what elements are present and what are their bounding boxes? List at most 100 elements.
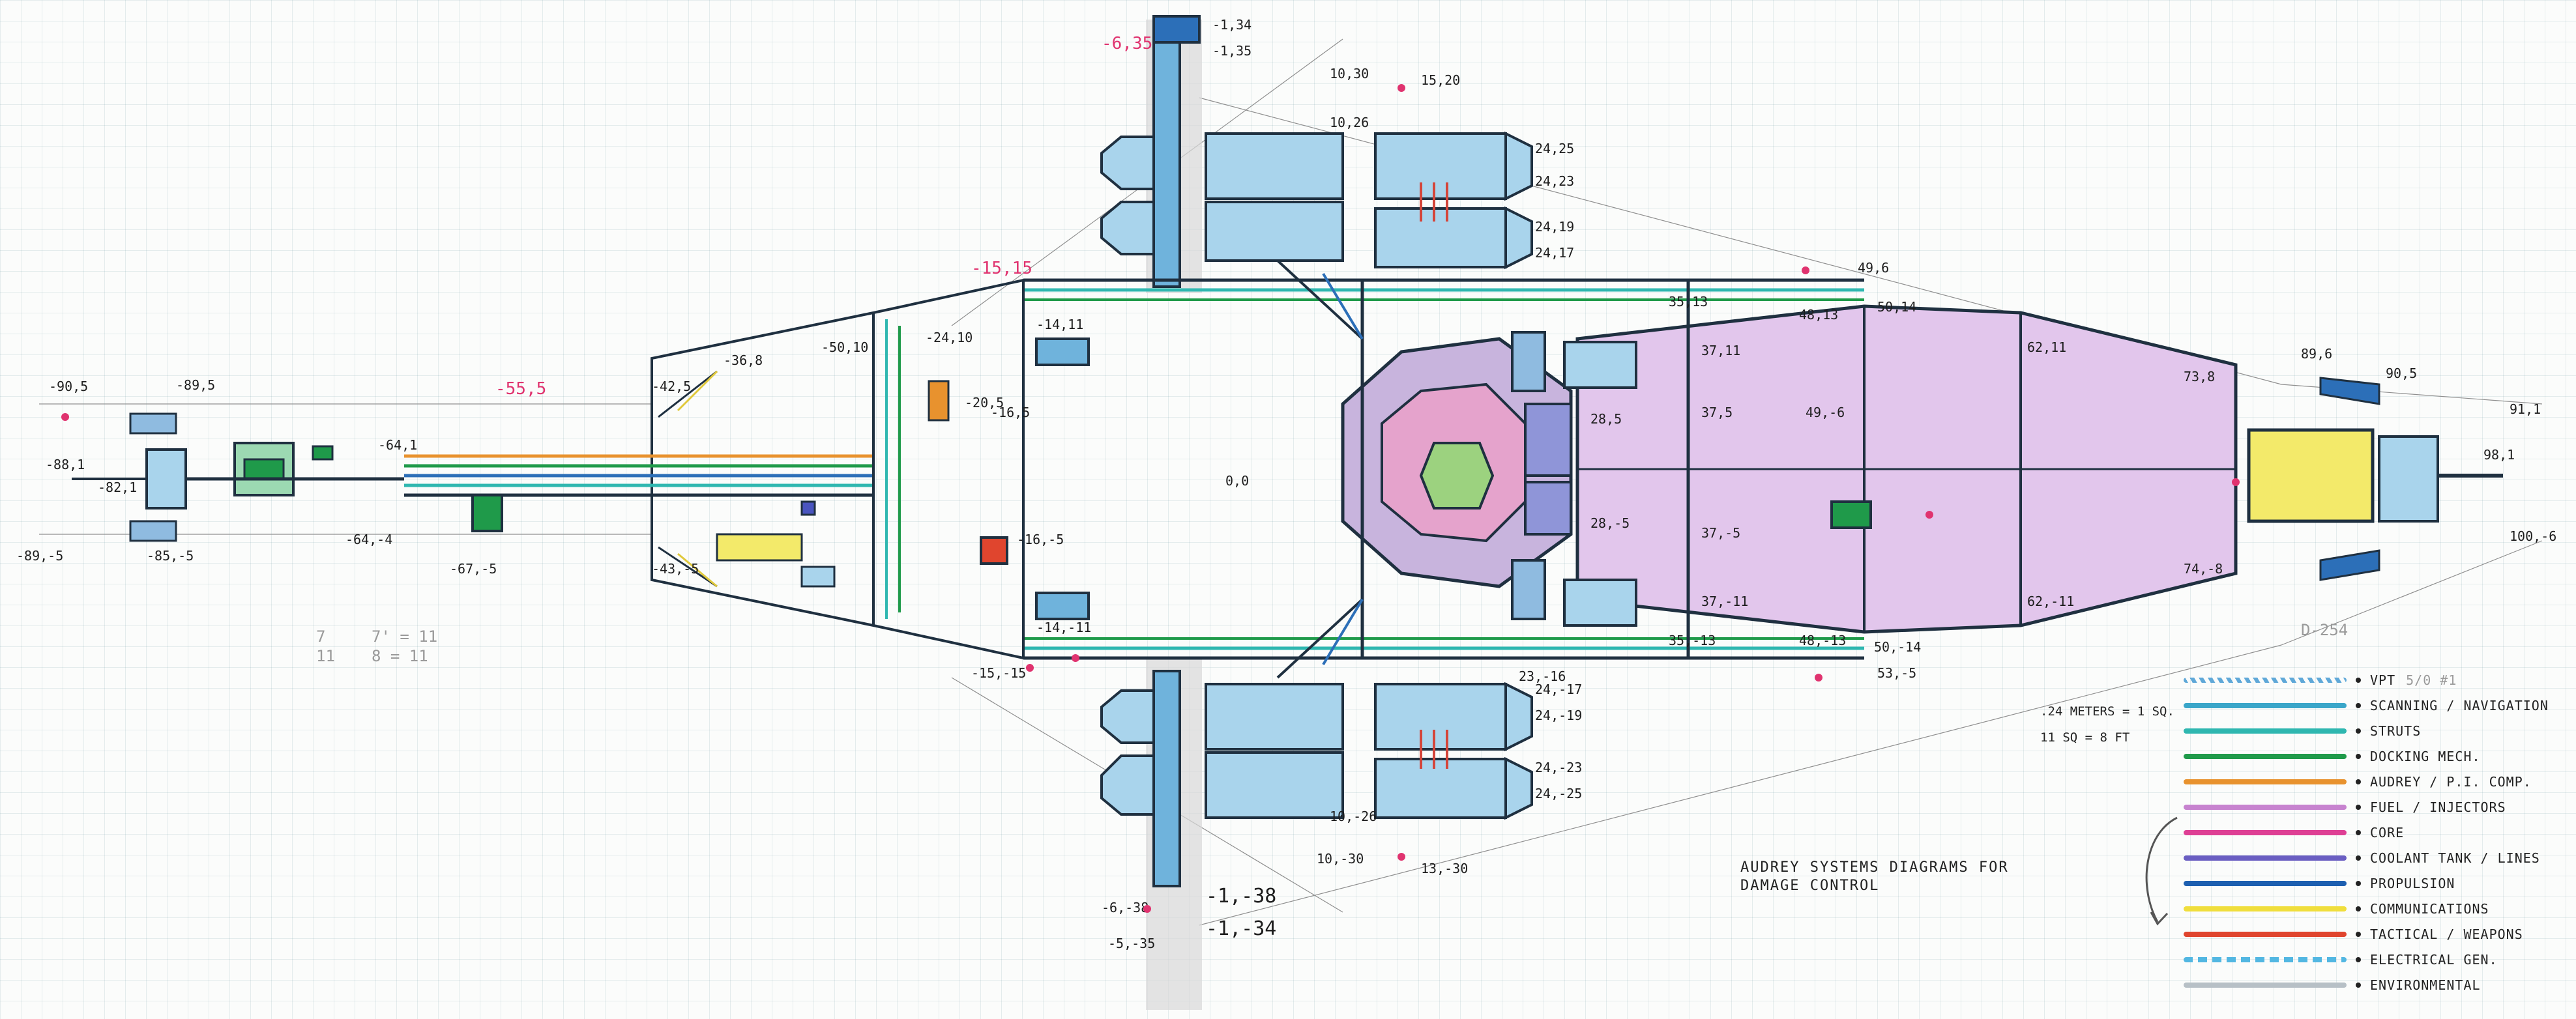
top-wing <box>1100 15 1533 293</box>
label-origin: 0,0 <box>1225 473 1249 489</box>
top-wing-spine-blue <box>1152 25 1181 288</box>
coolant-tank-lower <box>1524 481 1572 536</box>
label-core-h: 35,-13 <box>1669 633 1716 648</box>
legend-label: COMMUNICATIONS <box>2370 900 2489 917</box>
top-nacelle-aft <box>1100 136 1155 190</box>
legend-label: DOCKING MECH. <box>2370 748 2481 764</box>
legend-bullet <box>2356 982 2361 988</box>
room-lower-b <box>1511 559 1546 620</box>
label-nose-d: 100,-6 <box>2510 528 2556 544</box>
legend-label: TACTICAL / WEAPONS <box>2370 926 2523 942</box>
label-hull-f: 74,-8 <box>2184 561 2223 577</box>
core-center <box>1419 442 1495 510</box>
label-fwd-b: 15,20 <box>1421 72 1460 88</box>
label-hull-j: 53,-5 <box>1877 665 1916 681</box>
label-side-note-2: 11 <box>316 647 335 665</box>
label-side-note-3: 7' = 11 <box>372 627 437 646</box>
legend-bullet <box>2356 779 2361 784</box>
top-wing-cap <box>1152 15 1201 44</box>
legend-label: ELECTRICAL GEN. <box>2370 951 2498 968</box>
legend-item: PROPULSION <box>2184 870 2562 896</box>
legend-bullet <box>2356 829 2361 835</box>
legend-swatch <box>2184 982 2347 988</box>
label-mid-d: -15,-15 <box>971 665 1026 681</box>
legend-label: AUDREY / P.I. COMP. <box>2370 773 2532 790</box>
tail-fin-bottom <box>129 520 177 542</box>
label-fwd-g: 10,26 <box>1330 115 1369 130</box>
room-fwd-lower <box>1035 592 1090 620</box>
aft-weapons <box>980 536 1008 565</box>
label-mid-a: -14,11 <box>1036 317 1083 332</box>
aft-section <box>72 278 1025 660</box>
label-hull-k: 48,-13 <box>1799 633 1846 648</box>
label-fwd-j: 24,-17 <box>1535 682 1582 697</box>
label-mid-m: -64,-4 <box>345 532 392 547</box>
label-fwd-f: 24,17 <box>1535 245 1574 261</box>
label-core-e: 28,5 <box>1590 411 1622 427</box>
tail-docking-inner <box>243 458 285 480</box>
legend-swatch <box>2184 753 2347 759</box>
label-fwd-d: 24,23 <box>1535 173 1574 189</box>
nose-block <box>2378 435 2439 523</box>
label-mid-l: -64,1 <box>378 437 417 453</box>
bottom-nacelle-body-2 <box>1205 751 1344 819</box>
scale-note: .24 METERS = 1 SQ. 11 SQ = 8 FT <box>2040 698 2184 751</box>
label-top-wing-top: -1,34 <box>1212 17 1251 33</box>
top-nacelle-body-4 <box>1374 207 1507 268</box>
legend-item: FUEL / INJECTORS <box>2184 794 2562 820</box>
top-nacelle-body-3 <box>1374 132 1507 200</box>
bottom-nacelle-aft <box>1100 689 1155 744</box>
legend-label: STRUTS <box>2370 723 2422 739</box>
aft-coolant <box>800 500 816 516</box>
label-top-right-ref: D-254 <box>2301 621 2348 639</box>
legend-item: ELECTRICAL GEN. <box>2184 947 2562 972</box>
label-mid-p: -43,-5 <box>652 561 699 577</box>
label-bottom-wing-d: -5,-35 <box>1108 936 1155 951</box>
legend-swatch <box>2184 804 2347 810</box>
label-fwd-m: 24,-25 <box>1535 786 1582 801</box>
label-mid-b: -14,-11 <box>1036 620 1091 635</box>
label-fwd-k: 24,-19 <box>1535 708 1582 723</box>
label-nose-e: 98,1 <box>2483 447 2515 463</box>
legend-item: SCANNING / NAVIGATION <box>2184 693 2562 718</box>
top-nacelle-aft-2 <box>1100 201 1155 255</box>
room-lower-a <box>1563 579 1637 627</box>
label-tail-c: -88,1 <box>46 457 85 472</box>
legend-label: PROPULSION <box>2370 875 2455 891</box>
label-nose-b: 90,5 <box>2386 366 2417 381</box>
legend-swatch <box>2184 728 2347 734</box>
label-mid-g: -20,5 <box>965 395 1004 410</box>
bottom-nacelle-nose-1 <box>1504 682 1533 752</box>
scale-line-1: .24 METERS = 1 SQ. <box>2040 704 2174 719</box>
legend-item: COOLANT TANK / LINES <box>2184 845 2562 870</box>
bottom-nacelle-nose-2 <box>1504 756 1533 820</box>
legend-bullet <box>2356 906 2361 911</box>
label-tail-a: -90,5 <box>49 379 88 394</box>
tail-fin-top <box>129 412 177 435</box>
top-nacelle-nose-2 <box>1504 206 1533 270</box>
label-mid-o: -42,5 <box>652 379 691 394</box>
label-hull-h: 49,-6 <box>1806 405 1845 420</box>
label-tail-d: -82,1 <box>98 480 137 495</box>
label-hull-e: 73,8 <box>2184 369 2215 384</box>
bottom-nacelle-body-3 <box>1374 683 1507 751</box>
legend-label: COOLANT TANK / LINES <box>2370 850 2540 866</box>
legend-swatch <box>2184 880 2347 886</box>
legend-bullet <box>2356 804 2361 810</box>
label-core-b: 37,5 <box>1701 405 1733 420</box>
legend-label: CORE <box>2370 824 2405 840</box>
legend-item: ENVIRONMENTAL <box>2184 972 2562 997</box>
legend-item: CORE <box>2184 820 2562 845</box>
label-side-note-4: 8 = 11 <box>372 647 428 665</box>
bottom-nacelle-body-1 <box>1205 683 1344 751</box>
label-mid-f: -16,-5 <box>1017 532 1064 547</box>
label-mid-e: -16,5 <box>991 405 1030 420</box>
aft-box-1 <box>800 566 836 588</box>
comm-array <box>2247 428 2375 523</box>
nose-propulsion-top <box>2319 377 2380 405</box>
label-bottom-wing-c: -6,-38 <box>1102 900 1149 915</box>
